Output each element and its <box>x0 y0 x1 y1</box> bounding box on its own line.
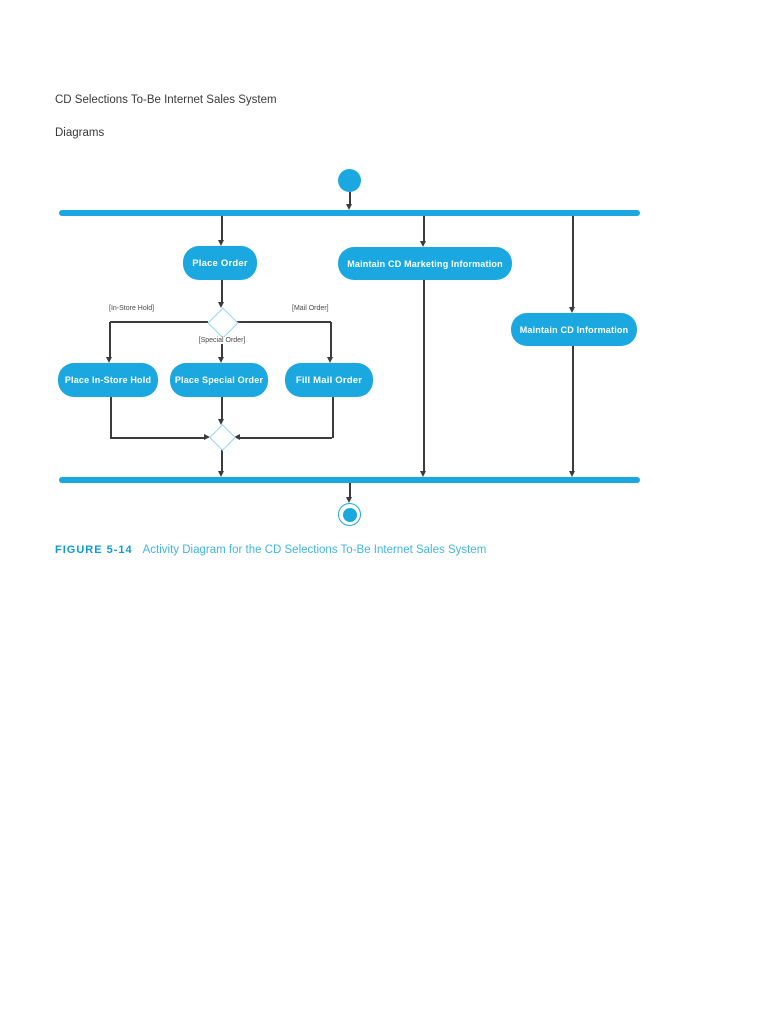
edge-in-store-hold-to-merge-hline <box>110 437 204 439</box>
edge-special-order-to-merge-arrowhead <box>218 419 224 425</box>
edge-fill-mail-order-to-merge-arrowhead <box>234 434 240 440</box>
edge-join-to-final-arrowhead <box>346 497 352 503</box>
join-bar <box>59 477 640 483</box>
edge-initial-to-fork-arrowhead <box>346 204 352 210</box>
edge-join-to-final-line <box>349 483 351 497</box>
doc-subtitle: Diagrams <box>55 127 105 139</box>
guard-label-in-store-hold: [In-Store Hold] <box>109 305 155 312</box>
activity-place-special-order: Place Special Order <box>170 363 268 397</box>
edge-fork-to-maintain-cd-info-line <box>572 216 574 307</box>
edge-fork-to-maintain-marketing-arrowhead <box>420 241 426 247</box>
edge-maintain-cd-info-to-join-arrowhead <box>569 471 575 477</box>
edge-place-order-to-decision-arrowhead <box>218 302 224 308</box>
edge-merge-to-join-arrowhead <box>218 471 224 477</box>
activity-place-in-store-hold: Place In-Store Hold <box>58 363 158 397</box>
activity-maintain-cd-information: Maintain CD Information <box>511 313 637 346</box>
edge-merge-to-join-line <box>221 449 223 471</box>
edge-fork-to-maintain-marketing-line <box>423 216 425 241</box>
merge-node <box>209 424 236 451</box>
edge-decision-to-special-order-arrowhead <box>218 357 224 363</box>
fork-bar <box>59 210 640 216</box>
figure-caption-text: Activity Diagram for the CD Selections T… <box>142 544 487 556</box>
edge-fill-mail-order-to-merge-vline <box>332 397 334 438</box>
edge-decision-to-fill-mail-order-arrowhead <box>327 357 333 363</box>
edge-fork-to-place-order-line <box>221 216 223 240</box>
activity-place-order: Place Order <box>183 246 257 280</box>
edge-decision-to-special-order-line <box>221 336 223 357</box>
edge-decision-to-in-store-hold-arrowhead <box>106 357 112 363</box>
edge-initial-to-fork-line <box>349 192 351 206</box>
edge-decision-to-in-store-hold-vline <box>109 322 111 357</box>
guard-label-mail-order: [Mail Order] <box>292 305 329 312</box>
final-node-inner-dot <box>342 507 357 522</box>
edge-fill-mail-order-to-merge-hline <box>240 437 332 439</box>
edge-place-order-to-decision-line <box>221 280 223 302</box>
guard-label-special-order: [Special Order] <box>188 337 256 344</box>
edge-in-store-hold-to-merge-arrowhead <box>204 434 210 440</box>
edge-special-order-to-merge-line <box>221 397 223 419</box>
edge-decision-to-fill-mail-order-vline <box>330 322 332 357</box>
decision-node <box>207 307 239 339</box>
edge-maintain-marketing-to-join-line <box>423 280 425 471</box>
figure-number: FIGURE 5-14 <box>55 544 133 556</box>
edge-maintain-cd-info-to-join-line <box>572 346 574 471</box>
activity-fill-mail-order: Fill Mail Order <box>285 363 373 397</box>
edge-decision-to-fill-mail-order-hline <box>236 321 331 323</box>
activity-maintain-cd-marketing-information: Maintain CD Marketing Information <box>338 247 512 280</box>
edge-decision-to-in-store-hold-hline <box>110 321 208 323</box>
edge-fork-to-place-order-arrowhead <box>218 240 224 246</box>
figure-caption: FIGURE 5-14 Activity Diagram for the CD S… <box>55 540 486 558</box>
initial-node <box>338 169 361 192</box>
edge-maintain-marketing-to-join-arrowhead <box>420 471 426 477</box>
doc-title: CD Selections To-Be Internet Sales Syste… <box>55 94 277 106</box>
final-node <box>338 503 361 526</box>
edge-fork-to-maintain-cd-info-arrowhead <box>569 307 575 313</box>
edge-in-store-hold-to-merge-vline <box>110 397 112 438</box>
